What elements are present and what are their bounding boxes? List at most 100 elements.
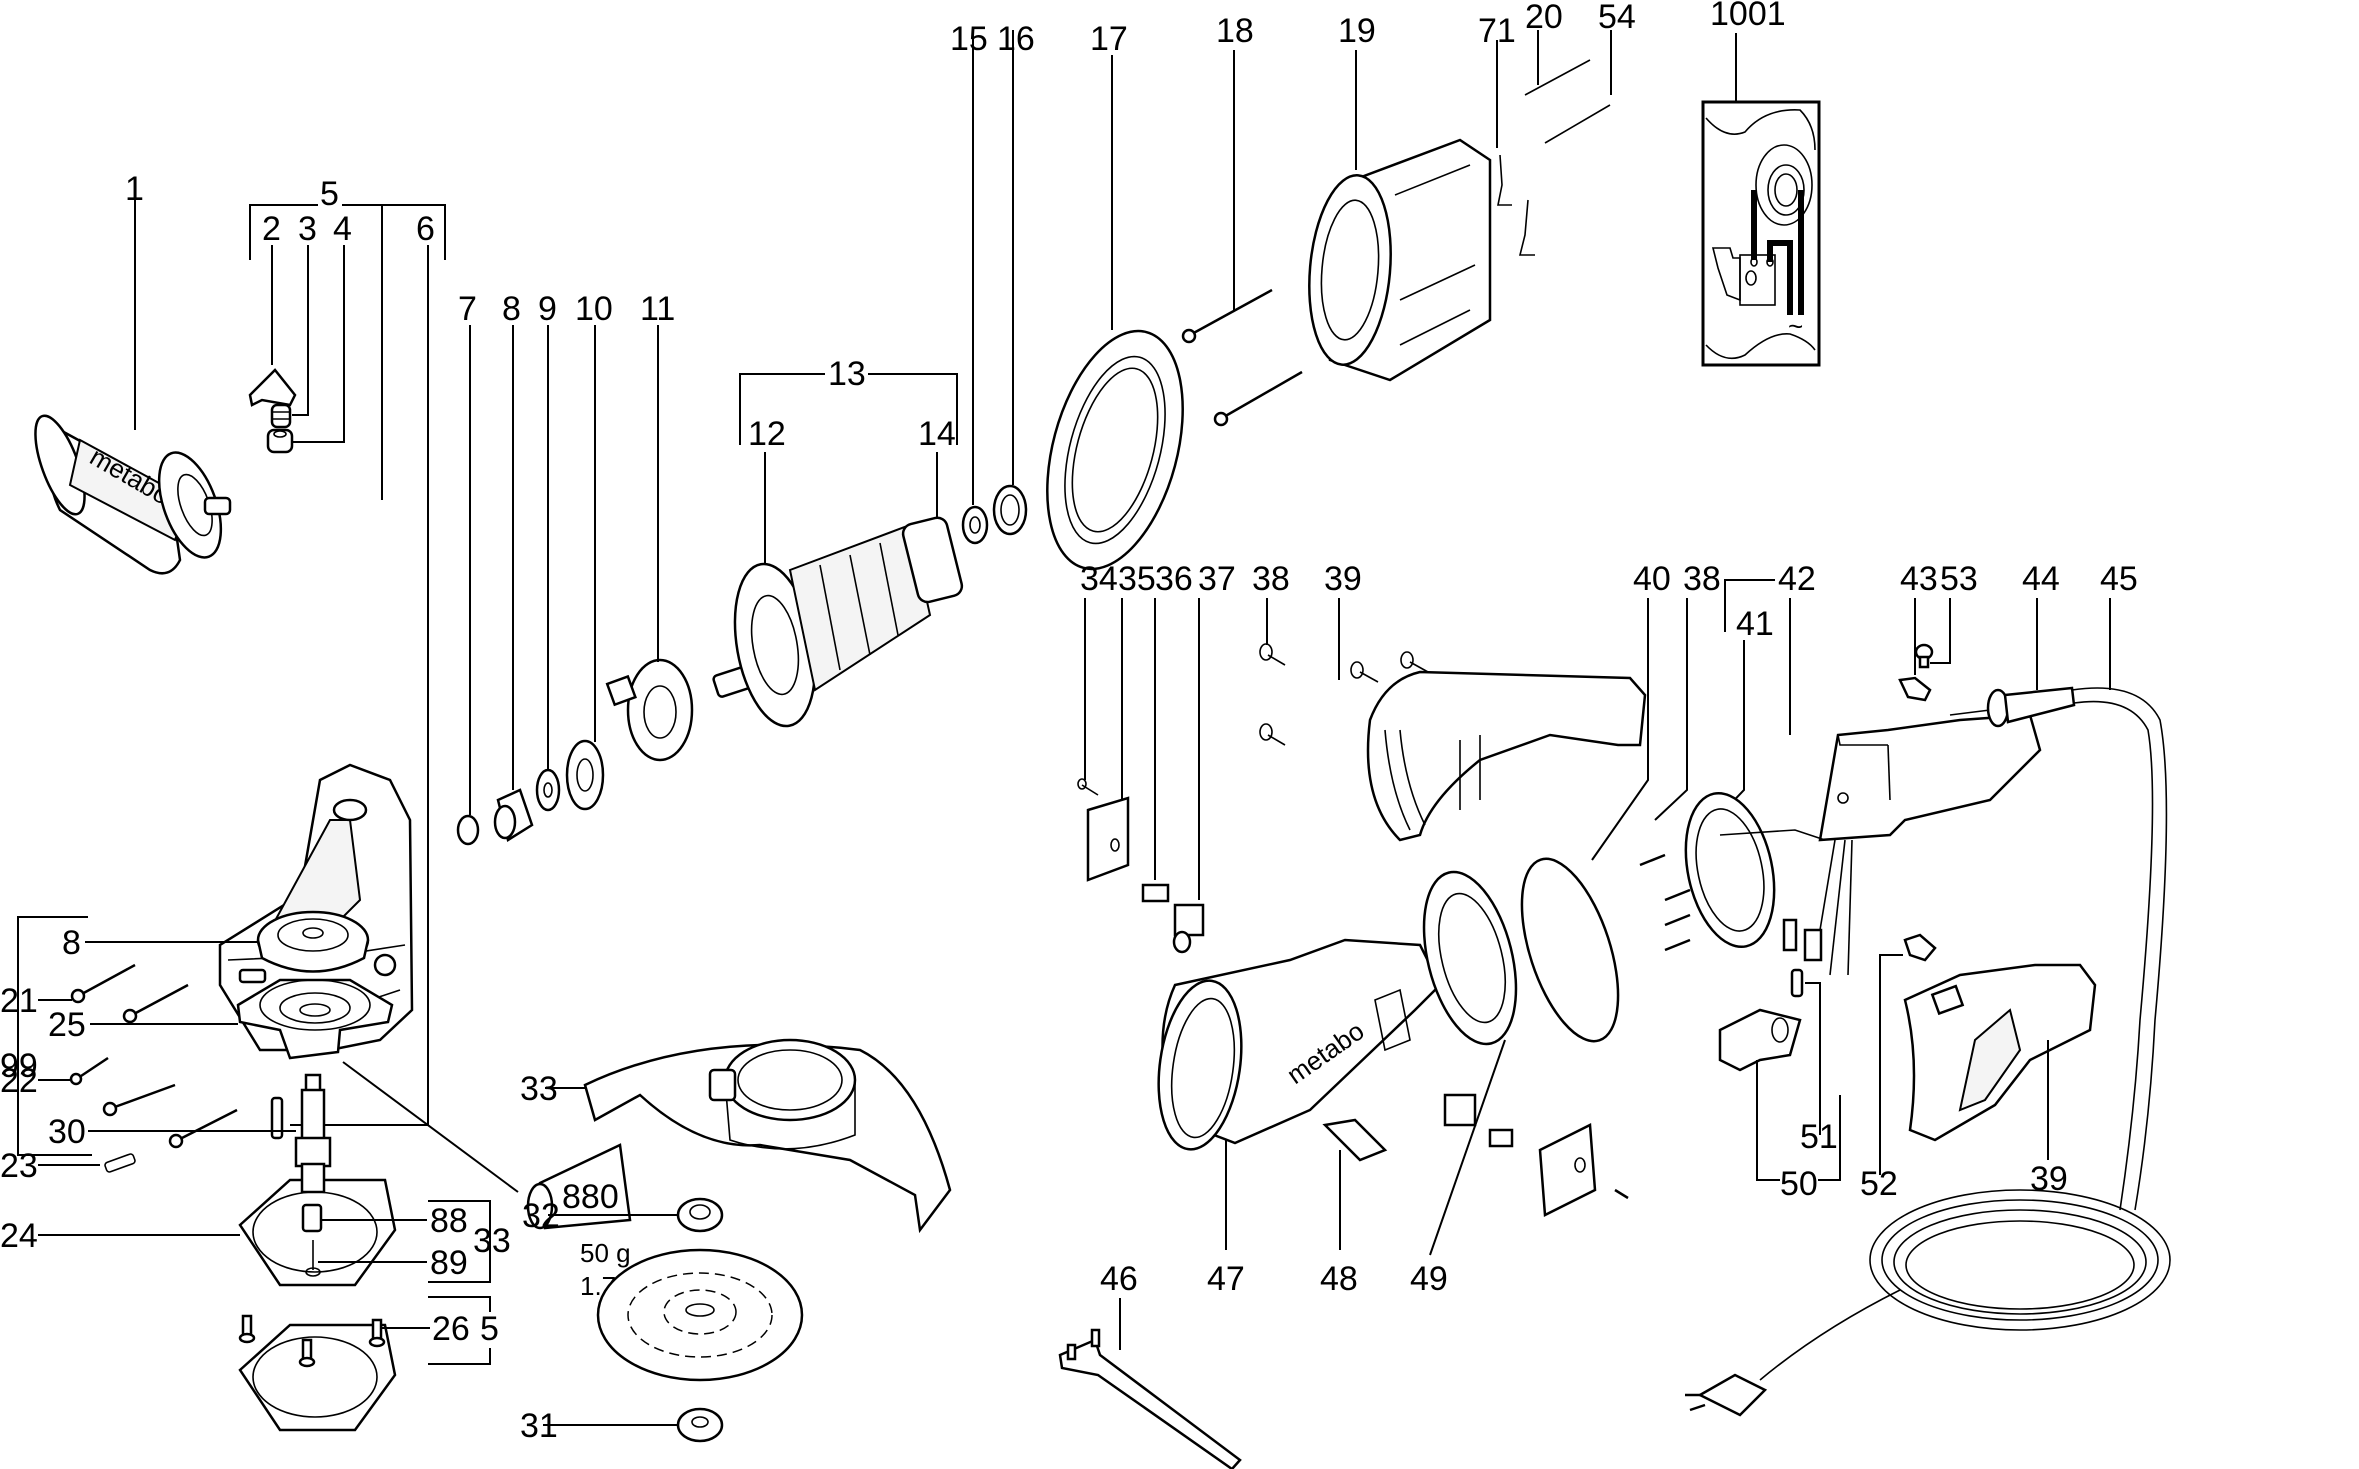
callout-44: 44 — [2022, 560, 2060, 598]
part-clip-43[interactable] — [1898, 676, 1932, 702]
part-pinion-8[interactable] — [493, 788, 534, 842]
part-brush-ring-41[interactable] — [1673, 785, 1788, 955]
part-stator-19[interactable] — [1302, 138, 1492, 382]
callout-38-b: 38 — [1683, 560, 1721, 598]
part-brush-holder-37[interactable] — [1172, 903, 1205, 954]
part-spanner-46[interactable] — [1058, 1328, 1242, 1469]
callout-16: 16 — [997, 20, 1035, 58]
part-washer-9[interactable] — [535, 768, 561, 812]
callout-19: 19 — [1338, 12, 1376, 50]
part-pin-6[interactable] — [270, 1096, 284, 1140]
part-air-guide-17[interactable] — [1024, 316, 1207, 584]
part-bevel-gear-8[interactable] — [256, 910, 370, 973]
part-screws-18[interactable] — [1181, 288, 1303, 427]
callout-10: 10 — [575, 290, 613, 328]
part-baffle-49[interactable] — [1408, 862, 1532, 1053]
part-sleeve-16[interactable] — [992, 484, 1028, 536]
part-armature[interactable] — [712, 516, 964, 733]
callout-5-bottom: 5 — [480, 1310, 499, 1348]
part-brush-holder-lower[interactable] — [1443, 1093, 1629, 1217]
part-bearing-15[interactable] — [961, 505, 989, 545]
leader-51 — [1805, 982, 1821, 1135]
callout-30: 30 — [48, 1113, 86, 1151]
callout-50: 50 — [1780, 1165, 1818, 1203]
ac-symbol: ~ — [1788, 311, 1803, 341]
callout-1001: 1001 — [1710, 0, 1786, 33]
part-screw-53[interactable] — [1914, 643, 1934, 669]
part-cord-guard-44[interactable] — [1949, 686, 2076, 728]
grease-code: 880 — [562, 1178, 619, 1216]
callout-43: 43 — [1900, 560, 1938, 598]
part-screws-38[interactable] — [1259, 643, 1429, 746]
callout-3: 3 — [298, 210, 317, 248]
callout-71: 71 — [1478, 12, 1516, 50]
callout-52: 52 — [1860, 1165, 1898, 1203]
callout-4: 4 — [333, 210, 352, 248]
part-grinding-disc[interactable] — [596, 1248, 804, 1382]
callout-49: 49 — [1410, 1260, 1448, 1298]
part-screws-26[interactable] — [238, 1314, 386, 1368]
part-switch-42[interactable] — [1719, 713, 2042, 976]
part-spring[interactable] — [270, 403, 292, 429]
part-switch-slide-50[interactable] — [1718, 1008, 1802, 1072]
group-42-bracket — [1724, 579, 1775, 632]
part-spring-51[interactable] — [1790, 968, 1804, 998]
part-gasket-second[interactable] — [238, 1323, 397, 1432]
part-bushing[interactable] — [266, 428, 294, 454]
part-screw-34[interactable] — [1077, 778, 1099, 796]
part-pin-89[interactable] — [305, 1240, 321, 1277]
callout-54: 54 — [1598, 0, 1636, 36]
part-bearing-flange-25[interactable] — [236, 978, 394, 1060]
part-brush-cover-35[interactable] — [1086, 796, 1130, 882]
part-screws-38-b[interactable] — [1639, 853, 1691, 952]
callout-35: 35 — [1118, 560, 1156, 598]
leader-52 — [1879, 954, 1903, 1175]
part-spindle-30[interactable] — [294, 1073, 332, 1194]
part-screw-23[interactable] — [104, 1153, 136, 1173]
callout-51: 51 — [1800, 1118, 1838, 1156]
callout-13: 13 — [828, 355, 866, 393]
part-label-48[interactable] — [1322, 1118, 1388, 1162]
part-sleeve-88[interactable] — [301, 1203, 323, 1233]
callout-20: 20 — [1525, 0, 1563, 36]
part-nut-7[interactable] — [456, 814, 480, 846]
part-part-52[interactable] — [1903, 933, 1937, 962]
part-flange-40[interactable] — [1503, 847, 1638, 1052]
part-lock-button[interactable] — [248, 368, 297, 407]
callout-40: 40 — [1633, 560, 1671, 598]
callout-88: 88 — [430, 1202, 468, 1240]
part-wire-54[interactable] — [1544, 104, 1611, 144]
callout-41: 41 — [1736, 605, 1774, 643]
part-motor-housing-47[interactable]: metabo — [1149, 938, 1442, 1155]
callout-2: 2 — [262, 210, 281, 248]
part-clamping-nut-31[interactable] — [676, 1407, 724, 1443]
group-13-bracket — [739, 373, 958, 445]
callout-5: 5 — [320, 175, 339, 213]
callout-26: 26 — [432, 1310, 470, 1348]
part-bearing-10[interactable] — [565, 739, 605, 811]
callout-9: 9 — [538, 290, 557, 328]
callout-36: 36 — [1155, 560, 1193, 598]
screws-21[interactable] — [70, 963, 189, 1024]
part-handle-shell-lower[interactable] — [1903, 963, 2097, 1142]
callout-38-a: 38 — [1252, 560, 1290, 598]
part-terminal-71[interactable] — [1497, 154, 1535, 256]
part-side-handle[interactable]: metabo — [25, 410, 233, 575]
callout-12: 12 — [748, 415, 786, 453]
part-wire-20[interactable] — [1524, 59, 1591, 96]
callout-18: 18 — [1216, 12, 1254, 50]
callout-99: 99 — [0, 1047, 38, 1085]
part-bearing-plate-11[interactable] — [605, 658, 694, 762]
callout-53: 53 — [1940, 560, 1978, 598]
callout-17: 17 — [1090, 20, 1128, 58]
screws-22[interactable] — [69, 1056, 238, 1149]
part-wheel-guard-33[interactable] — [583, 1038, 952, 1234]
group-5-bottom-bracket-bottom — [428, 1348, 491, 1365]
part-support-flange-32[interactable] — [676, 1197, 724, 1233]
part-handle-shell-upper[interactable] — [1366, 670, 1647, 842]
part-carbon-brush-36[interactable] — [1141, 883, 1170, 903]
callout-33: 33 — [520, 1070, 558, 1108]
group-5-bracket — [249, 204, 446, 500]
part-power-cord-45[interactable] — [1685, 687, 2171, 1417]
